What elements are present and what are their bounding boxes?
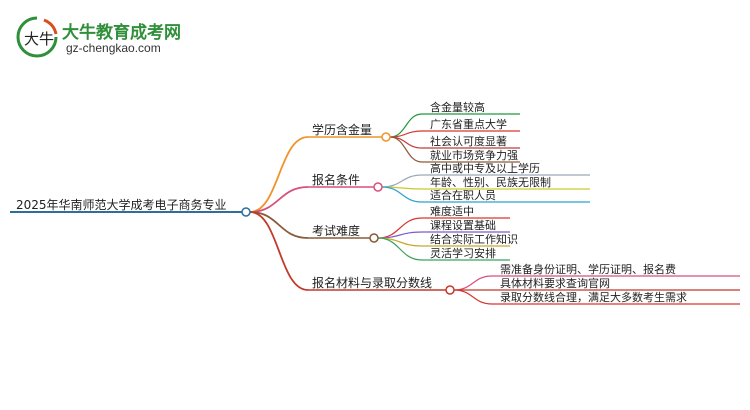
mindmap-connector (249, 211, 309, 239)
logo-mark-text: 大牛 (24, 30, 54, 48)
root-node-label: 2025年华南师范大学成考电子商务专业 (16, 197, 227, 212)
mindmap-nodes: 2025年华南师范大学成考电子商务专业 学历含金量 含金量较高广东省重点大学社会认可… (10, 100, 740, 305)
mindmap-connector (381, 174, 423, 188)
leaf-label-1-1: 含金量较高 (430, 100, 485, 114)
brand-name: 大牛教育成考网 (62, 23, 181, 43)
leaf-label-2-2: 年龄、性别、民族无限制 (430, 175, 551, 189)
mindmap-connector (249, 186, 309, 213)
mindmap-connector (249, 136, 309, 213)
leaf-label-1-4: 就业市场竞争力强 (430, 148, 518, 162)
brand-url: gz-chengkao.com (66, 41, 161, 55)
leaf-label-2-1: 高中或中专及以上学历 (430, 161, 540, 175)
leaf-label-4-1: 需准备身份证明、学历证明、报名费 (500, 262, 676, 276)
branch-dot-2 (373, 182, 383, 192)
mindmap-connector (389, 136, 423, 163)
leaf-label-1-2: 广东省重点大学 (430, 117, 507, 131)
mindmap-connector (389, 136, 423, 149)
branch-dot-4 (445, 285, 455, 295)
mindmap-connector (453, 289, 493, 305)
branch-label-4: 报名材料与录取分数线 (312, 275, 432, 290)
leaf-label-4-2: 具体材料要求查询官网 (500, 276, 610, 290)
mindmap-connector (249, 211, 309, 291)
leaf-label-4-3: 录取分数线合理，满足大多数考生需求 (500, 290, 687, 304)
site-logo[interactable]: 大牛 大牛教育成考网 gz-chengkao.com (14, 14, 224, 64)
root-node-dot (241, 207, 251, 217)
leaf-label-3-2: 课程设置基础 (430, 219, 496, 232)
mindmap-edges (249, 113, 493, 305)
branch-dot-1 (381, 132, 391, 142)
leaf-label-2-3: 适合在职人员 (430, 188, 496, 202)
mindmap-connector (377, 237, 423, 261)
leaf-label-3-3: 结合实际工作知识 (430, 232, 518, 246)
branch-label-2: 报名条件 (312, 172, 360, 187)
branch-label-3: 考试难度 (312, 223, 360, 238)
leaf-label-1-3: 社会认可度显著 (430, 134, 507, 148)
branch-dot-3 (369, 233, 379, 243)
mindmap-connector (453, 275, 493, 291)
logo-mark-icon: 大牛 (16, 16, 58, 58)
leaf-label-3-1: 难度适中 (430, 204, 474, 218)
leaf-label-3-4: 灵活学习安排 (430, 246, 496, 260)
mindmap-connector (381, 186, 423, 203)
branch-label-1: 学历含金量 (312, 122, 372, 137)
